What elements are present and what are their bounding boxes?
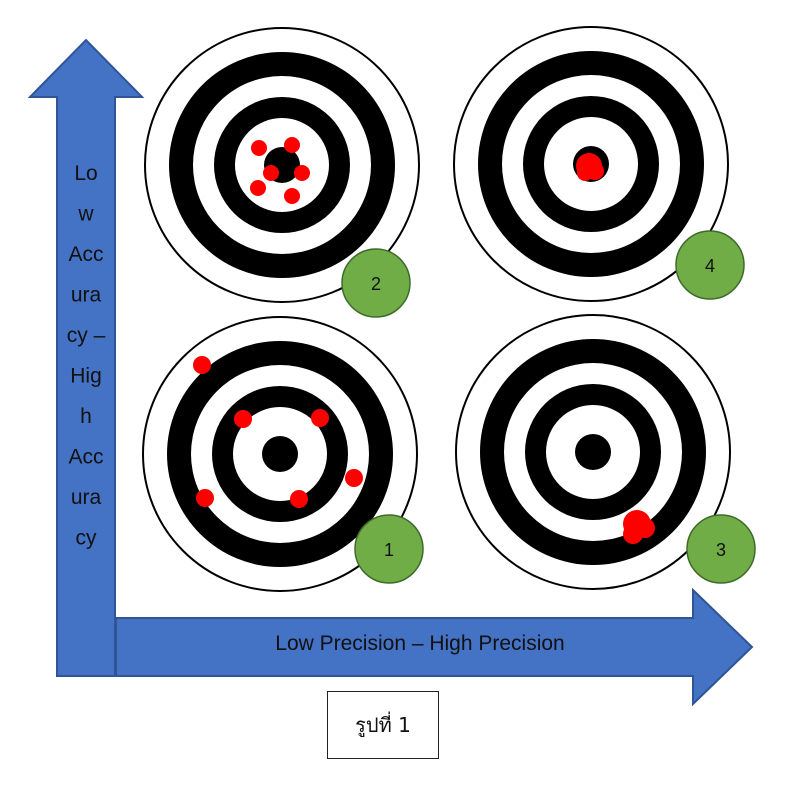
hit-mark — [294, 165, 310, 181]
y-axis-label-line: cy — [76, 527, 98, 550]
hit-mark — [311, 409, 329, 427]
target-3 — [455, 314, 731, 590]
hit-cluster — [623, 510, 655, 544]
hit-mark — [623, 524, 643, 544]
y-axis-arrow — [27, 38, 145, 677]
target-4 — [453, 26, 729, 302]
badge-2: 2 — [341, 248, 411, 318]
y-axis-label-line: w — [77, 203, 94, 226]
badge-label: 2 — [371, 274, 381, 294]
hit-mark — [250, 180, 266, 196]
badge-label: 4 — [705, 256, 715, 276]
y-axis-label-line: h — [80, 405, 92, 428]
y-axis-label-line: ura — [71, 284, 102, 307]
target-1 — [142, 316, 418, 592]
y-axis-label-line: Acc — [68, 446, 103, 469]
x-axis-arrow — [115, 587, 754, 707]
badge-1: 1 — [354, 514, 424, 584]
badge-4: 4 — [675, 230, 745, 300]
y-axis-label-line: cy – — [67, 324, 106, 347]
y-axis-label-line: Hig — [70, 365, 102, 388]
badge-label: 1 — [384, 540, 394, 560]
figure-caption: รูปที่ 1 — [327, 691, 439, 759]
hit-mark — [193, 356, 211, 374]
hit-mark — [251, 140, 267, 156]
y-axis-label-line: ura — [71, 486, 102, 509]
hit-mark — [263, 165, 279, 181]
hit-mark — [577, 165, 593, 181]
hit-mark — [284, 188, 300, 204]
badge-3: 3 — [686, 514, 756, 584]
hit-mark — [234, 410, 252, 428]
hit-mark — [345, 469, 363, 487]
hit-mark — [290, 490, 308, 508]
hit-cluster — [576, 153, 604, 181]
y-axis-label-line: Acc — [68, 243, 103, 266]
badge-label: 3 — [716, 540, 726, 560]
hit-cluster — [250, 137, 310, 204]
x-axis-label: Low Precision – High Precision — [275, 632, 564, 655]
hit-mark — [196, 489, 214, 507]
hit-cluster — [193, 356, 363, 508]
hit-mark — [284, 137, 300, 153]
target-2 — [144, 27, 420, 303]
y-axis-label-line: Lo — [74, 162, 97, 185]
